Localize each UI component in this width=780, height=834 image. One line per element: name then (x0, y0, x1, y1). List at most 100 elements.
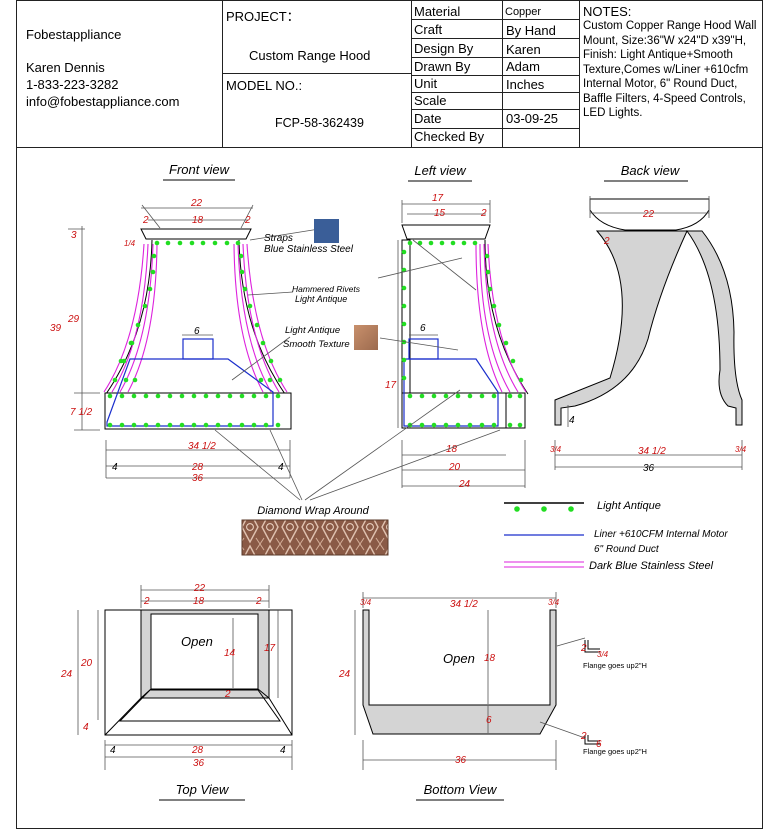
bottom-dim-total-h: 24 (338, 669, 351, 680)
front-view: 22 18 2 2 3 1/4 39 29 7 1/2 6 34 1/2 28 … (50, 198, 339, 484)
flange-note-1: Flange goes up2"H (583, 661, 647, 670)
back-dim-h-small: 4 (569, 415, 575, 426)
spec-label-date: Date (414, 111, 442, 126)
top-view-open: Open (181, 634, 213, 649)
bottom-dim-flange-small-1: 2 (580, 643, 587, 654)
left-dim-total-d: 24 (458, 479, 471, 490)
top-dim-side-l: 2 (143, 596, 150, 607)
top-dim-h-small: 4 (83, 722, 89, 733)
spec-label-scale: Scale (414, 93, 447, 108)
front-rivets (107, 240, 283, 428)
left-dim-inner-w: 15 (434, 208, 446, 219)
callout-rivets: Hammered Rivets (292, 284, 361, 294)
back-dim-inner: 34 1/2 (638, 446, 666, 457)
front-dim-top-w: 22 (190, 198, 203, 209)
back-dim-side: 2 (603, 236, 610, 247)
front-dim-bottom-w: 28 (191, 462, 204, 473)
title-underlines (159, 179, 688, 801)
left-view-title: Left view (414, 163, 467, 178)
top-dim-side-r: 2 (255, 596, 262, 607)
spec-label-material: Material (414, 4, 461, 19)
top-dim-top-w: 22 (193, 583, 206, 594)
company-name: Fobestappliance (26, 27, 122, 42)
bottom-view-title: Bottom View (424, 782, 498, 797)
left-dim-mid-d: 20 (448, 462, 461, 473)
callout-texture: Smooth Texture (283, 339, 350, 350)
top-view-title: Top View (176, 782, 230, 797)
back-dim-frac-l: 3/4 (550, 445, 562, 454)
bottom-dim-frac-l: 3/4 (360, 598, 372, 607)
front-dim-frac: 1/4 (124, 239, 136, 248)
contact-email: info@fobestappliance.com (26, 94, 180, 109)
flange-note-2: Flange goes up2"H (583, 747, 647, 756)
steel-swatch (314, 219, 339, 243)
legend-antique-label: Light Antique (597, 500, 661, 512)
left-view: 17 15 2 6 17 18 20 24 (377, 193, 529, 490)
top-dim-h-l: 20 (80, 658, 93, 669)
bottom-dim-flange-small-2: 2 (580, 731, 587, 742)
front-dim-edge-r: 4 (278, 462, 284, 473)
top-dim-depth-r: 17 (264, 643, 276, 654)
legend-steel-label: Dark Blue Stainless Steel (589, 560, 714, 572)
front-dim-total-w: 36 (192, 473, 204, 484)
top-dim-bottom-w: 28 (191, 745, 204, 756)
copper-swatch (354, 325, 378, 350)
diamond-wrap-label: Diamond Wrap Around (257, 505, 369, 517)
top-dim-bottom-gap: 2 (224, 689, 231, 700)
bottom-dim-total-w: 36 (455, 755, 467, 766)
left-dim-duct: 6 (420, 323, 426, 334)
bottom-view-open: Open (443, 651, 475, 666)
top-dim-edge-l: 4 (110, 745, 116, 756)
front-dim-h-body: 29 (67, 314, 80, 325)
front-dim-h-total: 39 (50, 323, 62, 334)
spec-value-date: 03-09-25 (506, 111, 559, 126)
front-dim-side-l: 2 (142, 215, 149, 226)
top-dim-inner-h: 14 (224, 648, 236, 659)
top-view: Open 22 18 2 2 14 17 20 24 4 2 28 36 4 4 (60, 583, 293, 770)
bottom-dim-flange-six: 6 (596, 739, 602, 750)
callout-rivets-finish: Light Antique (295, 294, 347, 304)
project-value: Custom Range Hood (249, 48, 371, 63)
bottom-dim-inner: 34 1/2 (450, 599, 478, 610)
callout-finish: Light Antique (285, 325, 340, 336)
front-callouts: Straps Blue Stainless Steel Hammered Riv… (264, 219, 378, 350)
front-dim-edge-l: 4 (112, 462, 118, 473)
spec-value-material: Copper (505, 6, 542, 18)
front-dim-duct: 6 (194, 326, 200, 337)
spec-label-unit: Unit (414, 76, 438, 91)
notes-text: Custom Copper Range Hood Wall Mount, Siz… (583, 20, 757, 119)
back-view: 22 2 4 3/4 34 1/2 3/4 36 (550, 196, 747, 474)
drawing-sheet: Fobestappliance Karen Dennis 1-833-223-3… (16, 0, 763, 829)
legend-rivet-dot (568, 506, 574, 512)
spec-label-design: Design By (414, 41, 474, 56)
front-dim-inner-w: 18 (192, 215, 204, 226)
spec-value-craft: By Hand (506, 23, 556, 38)
left-dim-side: 2 (480, 208, 487, 219)
diamond-wrap-swatch (241, 519, 389, 556)
back-dim-frac-r: 3/4 (735, 445, 747, 454)
diamond-wrap: Diamond Wrap Around (214, 389, 501, 556)
top-dim-inner-w: 18 (193, 596, 205, 607)
left-dim-top-w: 17 (432, 193, 444, 204)
back-view-title: Back view (621, 163, 681, 178)
spec-value-unit: Inches (506, 77, 545, 92)
spec-label-drawn: Drawn By (414, 59, 471, 74)
left-dim-inner-d: 18 (446, 444, 458, 455)
front-dim-inner-bottom: 34 1/2 (188, 441, 216, 452)
callout-straps: Straps (264, 233, 293, 244)
back-dim-top-w: 22 (642, 209, 655, 220)
back-dim-total: 36 (643, 463, 655, 474)
model-value: FCP-58-362439 (275, 116, 364, 130)
bottom-dim-frac-r: 3/4 (548, 598, 560, 607)
spec-value-design: Karen (506, 42, 541, 57)
project-label: PROJECT： (226, 9, 300, 24)
title-block: Fobestappliance Karen Dennis 1-833-223-3… (17, 1, 762, 148)
contact-phone: 1-833-223-3282 (26, 77, 119, 92)
top-dim-total-h: 24 (60, 669, 73, 680)
legend-rivet-dot (514, 506, 520, 512)
left-dim-h-body: 17 (385, 380, 397, 391)
top-dim-edge-r: 4 (280, 745, 286, 756)
spec-label-craft: Craft (414, 22, 443, 37)
bottom-view: Open 3/4 34 1/2 3/4 18 24 6 36 2 3/4 2 6… (338, 592, 647, 770)
